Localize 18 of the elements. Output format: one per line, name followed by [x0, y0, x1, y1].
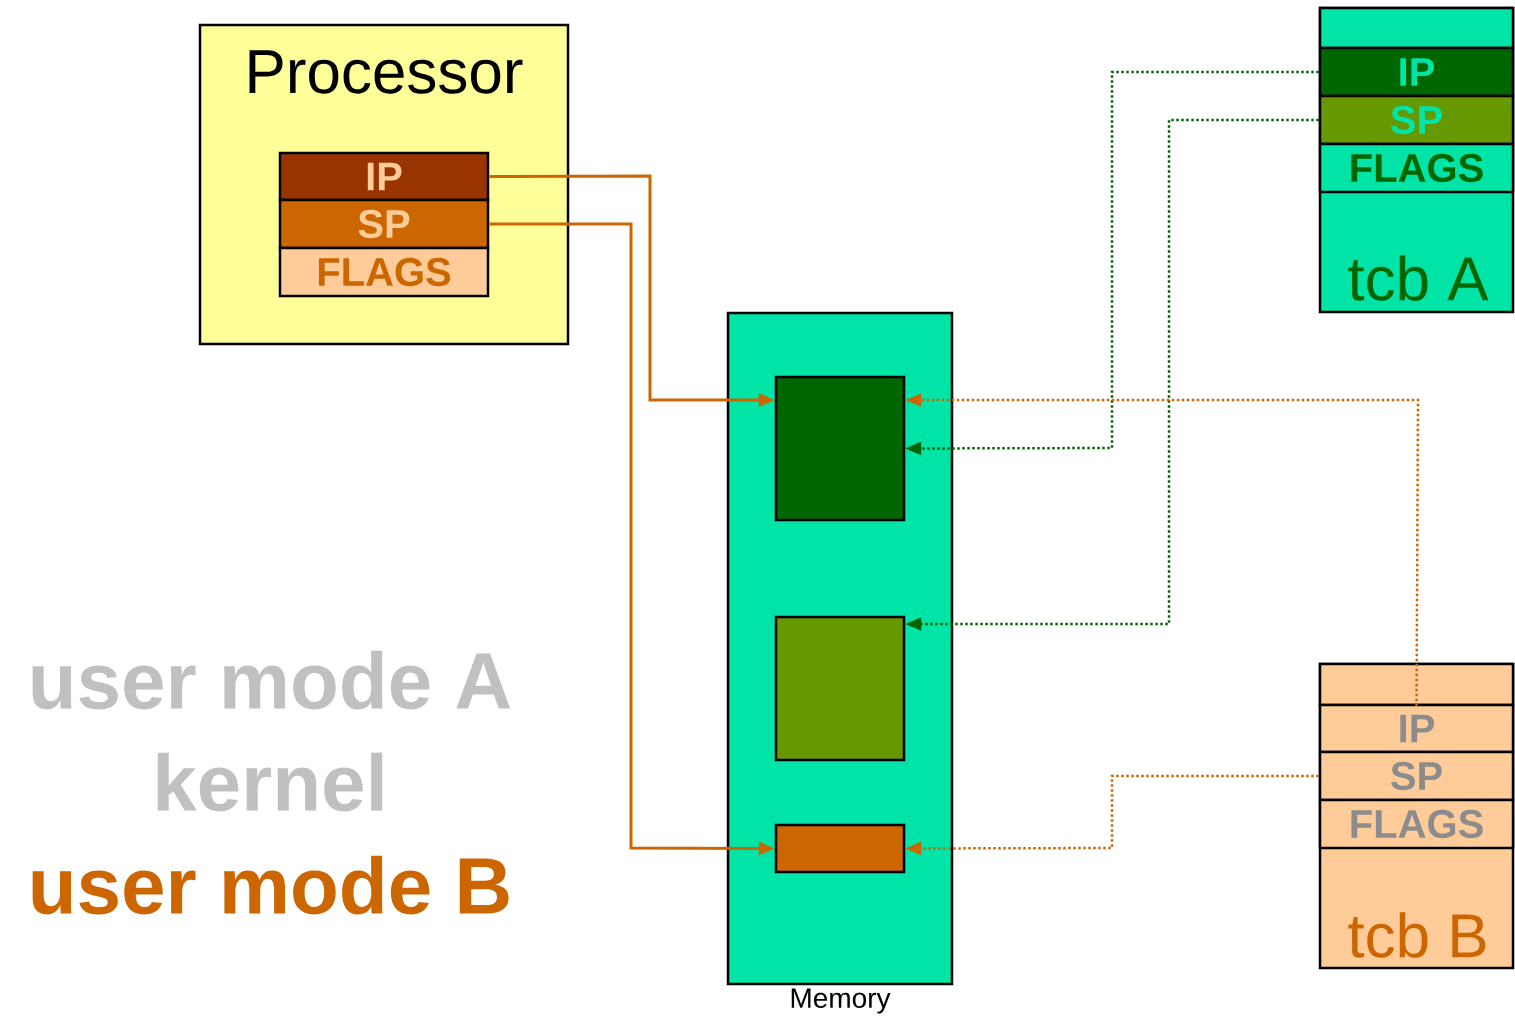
- register-cell: IP: [278, 151, 490, 202]
- tcb-cell: SP: [1318, 94, 1515, 146]
- tcb-cell: [1318, 6, 1515, 50]
- memory-block: [774, 823, 906, 874]
- tcb-cell: IP: [1318, 46, 1515, 98]
- register-cell: SP: [278, 198, 490, 250]
- mode-label: kernel: [157, 752, 383, 812]
- tcb-cell: FLAGS: [1318, 142, 1515, 194]
- tcb-cell: [1318, 662, 1515, 707]
- node-label: Memory: [791, 988, 891, 1014]
- mode-label: user mode A: [32, 650, 511, 710]
- memory-block: [774, 375, 906, 522]
- memory-block: [774, 615, 906, 762]
- mode-label: user mode B: [32, 855, 509, 915]
- tcb-cell: IP: [1318, 703, 1515, 754]
- tcb-cell: SP: [1318, 750, 1515, 802]
- register-cell: FLAGS: [278, 246, 490, 298]
- tcb-cell: FLAGS: [1318, 798, 1515, 850]
